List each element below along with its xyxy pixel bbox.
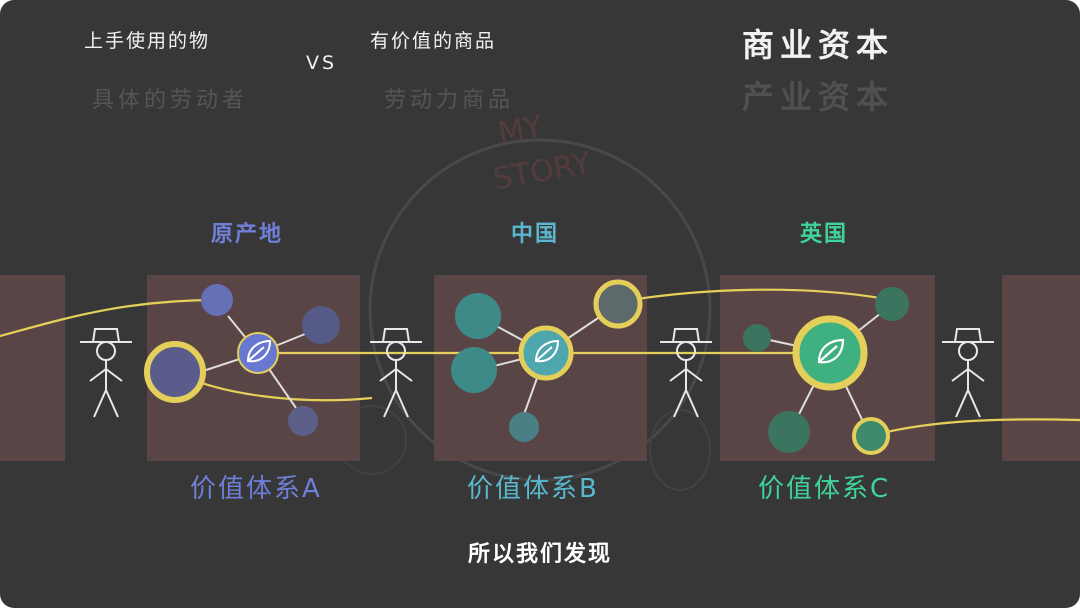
header-right-line1: 商业资本 <box>742 26 895 64</box>
header-right-line2: 产业资本 <box>742 78 895 116</box>
stick-figure-merchant-icon <box>370 328 422 418</box>
leaf-icon <box>817 338 845 364</box>
subtitle-caption: 所以我们发现 <box>467 542 612 567</box>
header-vs: VS <box>306 52 338 74</box>
stick-figure-merchant-icon <box>80 328 132 418</box>
region-title-china: 中国 <box>511 222 560 247</box>
node-cluster-b <box>451 279 643 442</box>
watermark-line1: MY <box>496 109 546 151</box>
value-system-a-label: 价值体系A <box>190 474 322 504</box>
edge-box-left <box>0 275 65 461</box>
region-title-uk: 英国 <box>800 222 849 247</box>
stick-figure-merchant-icon <box>660 328 712 418</box>
region-title-origin: 原产地 <box>211 222 284 247</box>
value-system-b-label: 价值体系B <box>467 474 599 504</box>
value-system-c-label: 价值体系C <box>758 474 891 504</box>
header-mid-line1: 有价值的商品 <box>370 30 497 52</box>
header-left-line2: 具体的劳动者 <box>92 88 249 113</box>
edge-box-right <box>1002 275 1080 461</box>
stick-figure-merchant-icon <box>942 328 994 418</box>
header-mid-line2: 劳动力商品 <box>384 88 515 113</box>
leaf-icon <box>246 339 272 363</box>
node-cluster-a <box>144 284 340 436</box>
watermark-line2: STORY <box>491 146 594 198</box>
header-left-line1: 上手使用的物 <box>84 30 211 52</box>
leaf-icon <box>534 339 560 363</box>
